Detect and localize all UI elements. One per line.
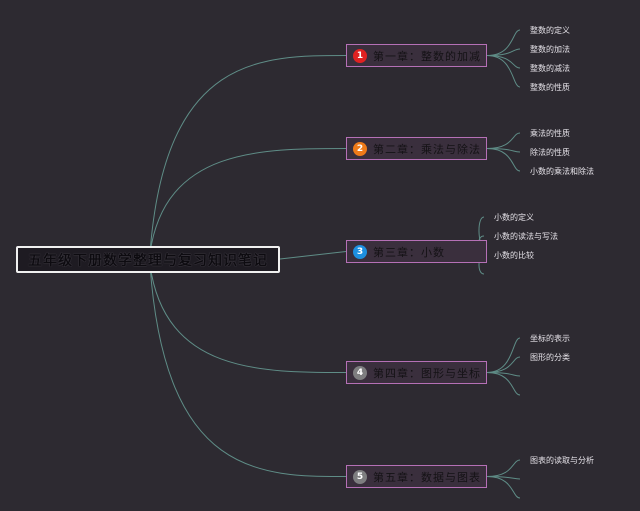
topic-connector-line (486, 459, 521, 477)
topic-item[interactable]: 坐标的表示 (530, 334, 570, 343)
topic-item[interactable]: 整数的减法 (530, 64, 570, 73)
chapter-label: 第一章：整数的加减 (373, 49, 481, 63)
root-connector-line (149, 264, 347, 477)
chapter-node[interactable]: 2 第二章：乘法与除法 (346, 137, 487, 160)
topic-item[interactable]: 小数的乘法和除法 (530, 167, 594, 176)
root-title-label: 五年级下册数学整理与复习知识笔记 (28, 252, 268, 269)
topic-item[interactable]: 图形的分类 (530, 353, 570, 362)
chapter-node[interactable]: 4 第四章：图形与坐标 (346, 361, 487, 384)
chapter-node[interactable]: 5 第五章：数据与图表 (346, 465, 487, 488)
chapter-label: 第五章：数据与图表 (373, 470, 481, 484)
topic-connector-line (486, 372, 521, 396)
topic-connector-line (486, 29, 521, 56)
topic-connector-line (486, 148, 521, 172)
root-title-node[interactable]: 五年级下册数学整理与复习知识笔记 (16, 246, 280, 273)
root-connector-line (149, 55, 347, 254)
topic-connector-line (486, 356, 521, 373)
chapter-number-badge: 4 (353, 365, 367, 380)
chapter-number-badge: 2 (353, 141, 367, 156)
topic-item[interactable]: 整数的加法 (530, 45, 570, 54)
topic-item[interactable]: 小数的读法与写法 (494, 232, 558, 241)
topic-connector-line (486, 132, 521, 149)
root-connector-line (149, 264, 347, 373)
topic-item[interactable]: 整数的性质 (530, 83, 570, 92)
chapter-number-badge: 3 (353, 244, 367, 259)
topic-connector-line (486, 48, 521, 56)
chapter-label: 第二章：乘法与除法 (373, 142, 481, 156)
root-connector-line (149, 148, 347, 254)
chapter-number-badge: 5 (353, 469, 367, 484)
chapter-number-badge: 1 (353, 48, 367, 63)
topic-item[interactable]: 整数的定义 (530, 26, 570, 35)
topic-connector-line (486, 55, 521, 88)
topic-item[interactable]: 除法的性质 (530, 148, 570, 157)
topic-item[interactable]: 小数的比较 (494, 251, 534, 260)
topic-item[interactable]: 图表的读取与分析 (530, 456, 594, 465)
topic-item[interactable]: 小数的定义 (494, 213, 534, 222)
topic-connector-line (486, 476, 521, 499)
root-connector-line (279, 251, 347, 260)
topic-item[interactable]: 乘法的性质 (530, 129, 570, 138)
chapter-label: 第四章：图形与坐标 (373, 366, 481, 380)
chapter-node[interactable]: 3 第三章：小数 (346, 240, 487, 263)
chapter-label: 第三章：小数 (373, 245, 445, 259)
topic-connector-line (486, 337, 521, 373)
chapter-node[interactable]: 1 第一章：整数的加减 (346, 44, 487, 67)
